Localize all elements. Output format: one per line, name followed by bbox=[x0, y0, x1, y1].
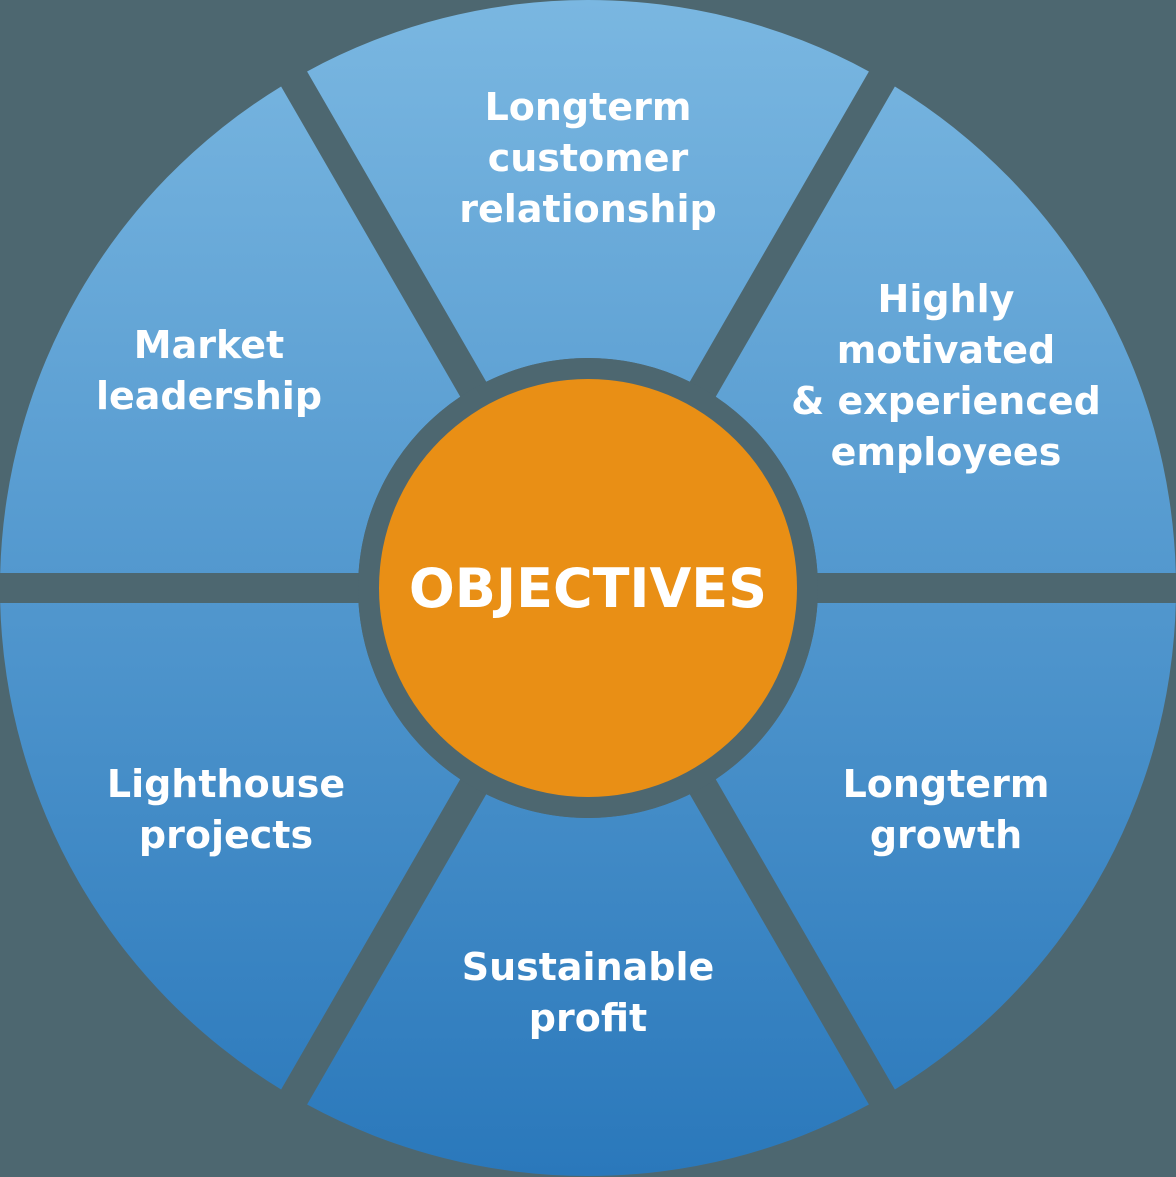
segment-label-line: profit bbox=[529, 996, 647, 1040]
wheel-segment-bottom bbox=[307, 794, 869, 1176]
segment-label-top-left: Market leadership bbox=[96, 323, 322, 418]
segment-label-line: Market bbox=[134, 323, 284, 367]
wheel-segment-bottom-right bbox=[715, 603, 1176, 1090]
segment-label-line: & experienced bbox=[791, 379, 1101, 423]
segment-label-line: Sustainable bbox=[462, 945, 715, 989]
center-hub bbox=[379, 379, 797, 797]
wheel-segment-top bbox=[307, 0, 869, 382]
segment-label-top-right: Highly motivated & experienced employees bbox=[791, 277, 1101, 474]
segment-label-top: Longterm customer relationship bbox=[459, 85, 716, 231]
center-label: OBJECTIVES bbox=[409, 557, 767, 620]
segment-label-line: employees bbox=[831, 430, 1062, 474]
segment-label-bottom: Sustainable profit bbox=[462, 945, 715, 1040]
segment-label-line: growth bbox=[870, 813, 1022, 857]
segment-label-line: projects bbox=[139, 813, 313, 857]
segment-label-line: motivated bbox=[837, 328, 1055, 372]
segment-label-line: leadership bbox=[96, 374, 322, 418]
segment-label-bottom-left: Lighthouse projects bbox=[107, 762, 345, 857]
segment-label-line: Longterm bbox=[485, 85, 692, 129]
segment-label-line: relationship bbox=[459, 187, 716, 231]
segment-label-line: customer bbox=[488, 136, 689, 180]
segment-label-line: Longterm bbox=[843, 762, 1050, 806]
segment-label-line: Lighthouse bbox=[107, 762, 345, 806]
segment-label-bottom-right: Longterm growth bbox=[843, 762, 1050, 857]
wheel-segment-bottom-left bbox=[0, 603, 461, 1090]
wheel-segment-top-right bbox=[715, 86, 1176, 573]
wheel-segment-top-left bbox=[0, 86, 461, 573]
segment-label-line: Highly bbox=[878, 277, 1015, 321]
